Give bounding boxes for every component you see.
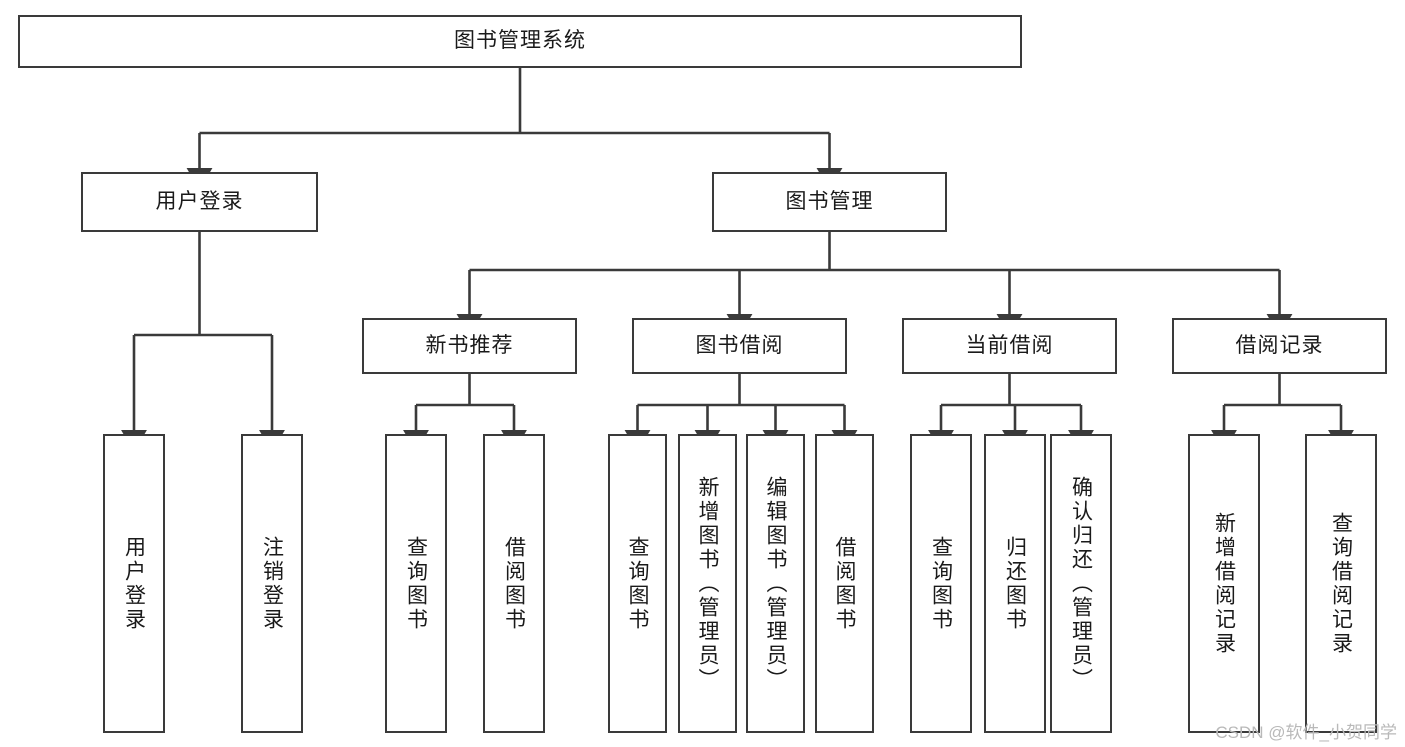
node-label: 新书推荐 [425, 333, 514, 357]
node-leaf-cu-confirm[interactable]: 确认归还（管理员） [1050, 434, 1112, 733]
node-leaf-cu-query[interactable]: 查询图书 [910, 434, 972, 733]
node-label: 用户登录 [122, 535, 146, 632]
node-label: 借阅图书 [502, 535, 526, 632]
node-label: 查询图书 [626, 535, 649, 632]
node-bookmgmt[interactable]: 图书管理 [712, 172, 947, 232]
node-label: 新增借阅记录 [1212, 511, 1236, 656]
node-borrow[interactable]: 图书借阅 [632, 318, 847, 374]
node-label: 借阅图书 [833, 535, 856, 632]
node-label: 归还图书 [1003, 535, 1027, 632]
node-leaf-cu-return[interactable]: 归还图书 [984, 434, 1046, 733]
node-label: 新增图书（管理员） [696, 475, 719, 692]
node-label: 借阅记录 [1235, 333, 1324, 357]
node-label: 当前借阅 [965, 333, 1054, 357]
node-current[interactable]: 当前借阅 [902, 318, 1117, 374]
node-label: 用户登录 [155, 189, 244, 213]
node-label: 图书借阅 [695, 333, 784, 357]
node-label: 图书管理系统 [454, 29, 586, 53]
node-leaf-re-add[interactable]: 新增借阅记录 [1188, 434, 1260, 733]
node-label: 编辑图书（管理员） [764, 475, 787, 692]
node-leaf-user-login[interactable]: 用户登录 [103, 434, 165, 733]
node-newbook[interactable]: 新书推荐 [362, 318, 577, 374]
node-root[interactable]: 图书管理系统 [18, 15, 1022, 68]
node-login[interactable]: 用户登录 [81, 172, 318, 232]
node-records[interactable]: 借阅记录 [1172, 318, 1387, 374]
node-leaf-bo-query[interactable]: 查询图书 [608, 434, 667, 733]
node-label: 查询图书 [929, 535, 953, 632]
node-leaf-user-logout[interactable]: 注销登录 [241, 434, 303, 733]
node-label: 确认归还（管理员） [1069, 475, 1093, 692]
node-leaf-bo-borrow[interactable]: 借阅图书 [815, 434, 874, 733]
node-leaf-bo-edit[interactable]: 编辑图书（管理员） [746, 434, 805, 733]
node-label: 注销登录 [260, 535, 284, 632]
node-label: 查询借阅记录 [1329, 511, 1353, 656]
node-label: 图书管理 [785, 189, 874, 213]
node-leaf-bo-add[interactable]: 新增图书（管理员） [678, 434, 737, 733]
node-leaf-nb-query[interactable]: 查询图书 [385, 434, 447, 733]
node-label: 查询图书 [404, 535, 428, 632]
node-leaf-re-query[interactable]: 查询借阅记录 [1305, 434, 1377, 733]
watermark-text: CSDN @软件_小贺同学 [1215, 723, 1397, 742]
node-leaf-nb-borrow[interactable]: 借阅图书 [483, 434, 545, 733]
